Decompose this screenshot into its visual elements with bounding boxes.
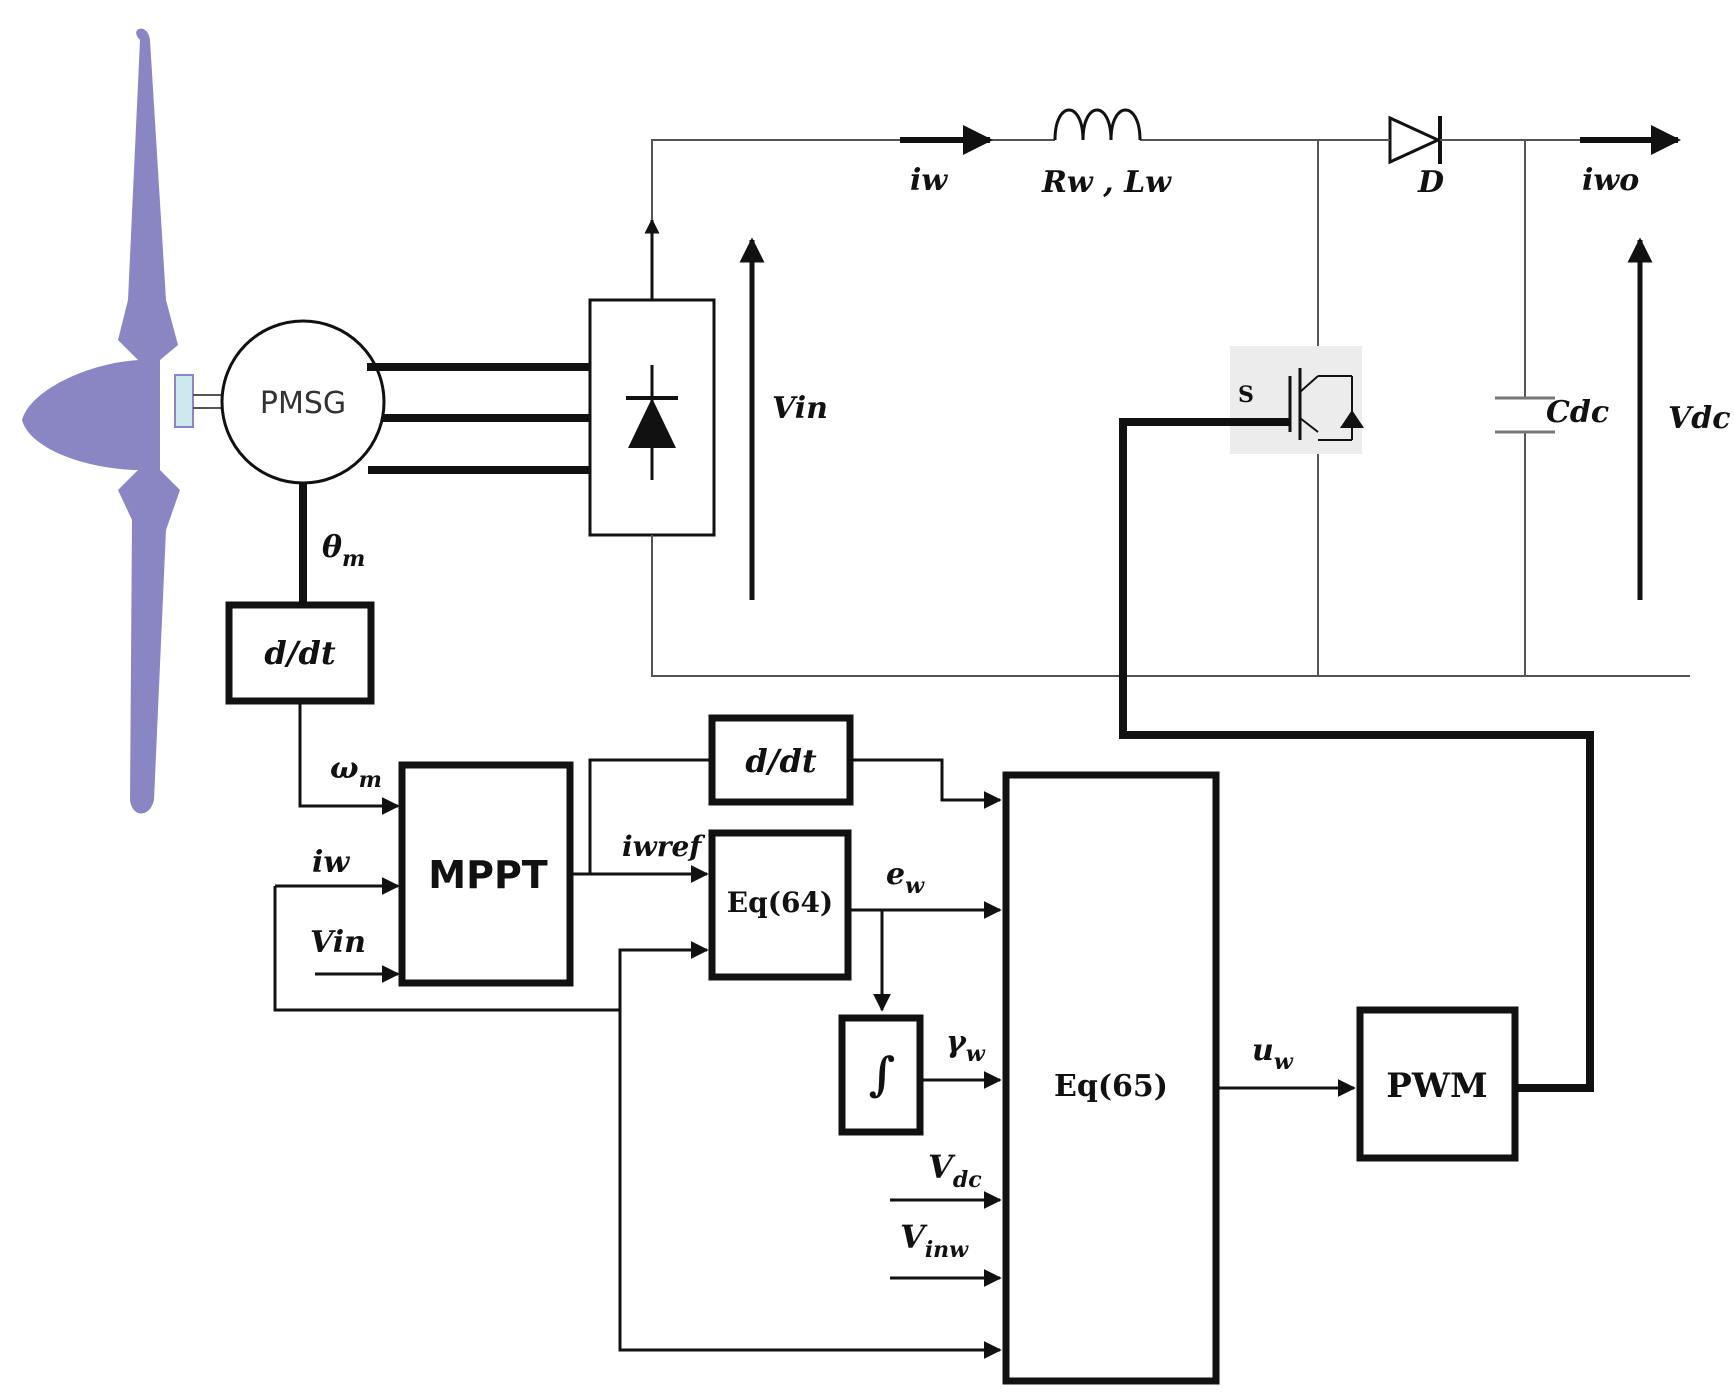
ddt-block-1 xyxy=(225,601,375,705)
vdc-input-label: Vdc xyxy=(928,1148,982,1193)
vin-input-label: Vin xyxy=(310,925,366,960)
ddt-block-2-label: d/dt xyxy=(745,742,816,780)
turbine-hub xyxy=(174,374,194,428)
pmsg-generator: PMSG xyxy=(220,319,386,485)
capacitor-cdc-icon xyxy=(1495,396,1555,434)
vin-label: Vin xyxy=(772,391,828,426)
pwm-label: PWM xyxy=(1386,1066,1487,1106)
ddt-block-2 xyxy=(708,714,854,806)
eq65-label: Eq(65) xyxy=(1054,1069,1168,1104)
ew-label: ew xyxy=(886,857,925,899)
integrator-label: ∫ xyxy=(869,1047,896,1101)
rectifier-diode-icon xyxy=(628,398,676,448)
switch-sw xyxy=(1230,346,1364,454)
switch-label: S xyxy=(1238,382,1254,408)
eq64-label: Eq(64) xyxy=(727,886,833,919)
wind-turbine-icon xyxy=(22,28,222,814)
iw-input-label: iw xyxy=(312,845,350,880)
gate-drive-line xyxy=(1119,418,1594,1092)
vinw-input-label: Vinw xyxy=(900,1218,969,1263)
gamma-w-label: γw xyxy=(946,1025,986,1067)
vdc-right-label: Vdc xyxy=(1668,401,1731,436)
dc-bus xyxy=(651,139,1690,677)
theta-m-label: θm xyxy=(322,530,365,572)
pmsg-label: PMSG xyxy=(260,386,346,421)
ddt-block-1-label: d/dt xyxy=(264,634,335,672)
eq64-block xyxy=(708,829,852,981)
integrator-block xyxy=(838,1014,924,1136)
turbine-nose xyxy=(22,360,140,470)
mppt-label: MPPT xyxy=(428,853,548,897)
iwref-label: iwref xyxy=(622,830,706,863)
pwm-block xyxy=(1356,1006,1519,1162)
rw-lw-label: Rw , Lw xyxy=(1041,165,1172,200)
uw-label: uw xyxy=(1252,1033,1294,1075)
diode-d-icon xyxy=(1318,115,1465,165)
three-phase-lines xyxy=(367,363,590,474)
switch-diode-icon xyxy=(1340,410,1364,428)
diode-d-label: D xyxy=(1417,165,1444,200)
inductor-icon xyxy=(1053,108,1142,141)
iw-top-label: iw xyxy=(910,163,948,198)
omega-m-label: ωm xyxy=(330,751,382,793)
turbine-blades xyxy=(118,28,180,814)
cdc-label: Cdc xyxy=(1546,395,1609,430)
eq65-block xyxy=(1002,771,1220,1385)
iwo-label: iwo xyxy=(1582,163,1639,198)
rectifier xyxy=(588,218,716,537)
